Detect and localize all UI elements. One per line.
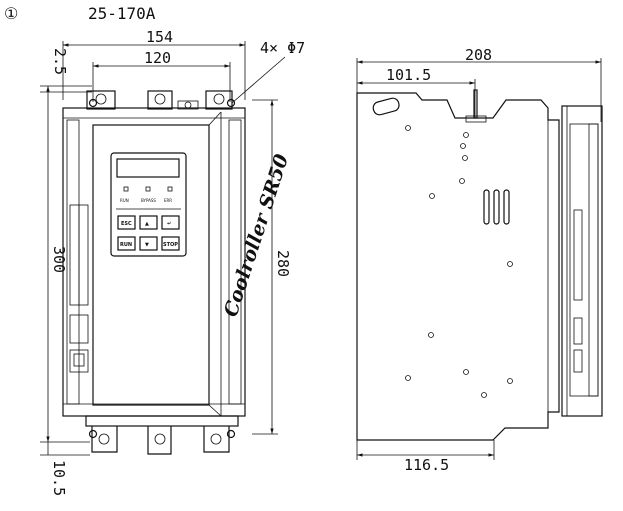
top-bolt [473, 89, 478, 119]
figure-index: ① [4, 4, 18, 23]
heatsink-body [356, 92, 560, 441]
svg-text:RUN: RUN [120, 242, 132, 248]
front-cover [92, 124, 210, 406]
key-stop [161, 236, 180, 251]
slot-hole [372, 97, 400, 116]
dim-depth-total: 208 [465, 46, 492, 64]
cover-profile [561, 105, 603, 417]
led-label: BYPASS [141, 198, 156, 203]
dim-width-holes: 120 [144, 49, 171, 67]
dim-height-holes: 280 [274, 250, 292, 277]
display-window [116, 158, 180, 178]
svg-text:↵: ↵ [167, 221, 171, 227]
key-down [139, 236, 158, 251]
dim-depth-bottom: 116.5 [404, 456, 449, 474]
mount-hole [88, 429, 98, 439]
side-view: 208 101.5 116.5 [356, 46, 603, 474]
vent-slots [483, 189, 510, 225]
top-terminals [86, 90, 233, 110]
svg-text:ESC: ESC [121, 221, 132, 227]
current-range: 25-170A [88, 4, 156, 23]
led-label: ERR [164, 198, 172, 203]
holes-note: 4× Φ7 [260, 39, 305, 57]
key-run [117, 236, 136, 251]
led-label: RUN [120, 198, 129, 203]
brand-label: Coolroller SR50 [220, 152, 293, 320]
front-view: 154 120 4× Φ7 2.5 300 10.5 280 [40, 28, 305, 496]
keypad-panel: RUN BYPASS ERR ESC ▲ ↵ RUN ▼ STOP [110, 152, 187, 257]
dim-top-offset: 2.5 [51, 48, 69, 75]
mount-hole [226, 429, 236, 439]
key-up [139, 215, 158, 230]
side-holes [405, 125, 513, 398]
svg-text:▼: ▼ [145, 242, 149, 248]
dim-depth-top: 101.5 [386, 66, 431, 84]
dim-height-outer: 300 [50, 246, 68, 273]
front-body [62, 107, 246, 417]
key-enter [161, 215, 180, 230]
holes-leader [231, 56, 286, 104]
terminal-strip [69, 204, 89, 373]
svg-text:STOP: STOP [163, 242, 178, 248]
dim-bottom-offset: 10.5 [50, 460, 68, 496]
key-esc [117, 215, 136, 230]
svg-text:▲: ▲ [145, 221, 149, 227]
bottom-terminals [85, 415, 239, 455]
mount-hole [88, 98, 98, 108]
dim-width-outer: 154 [146, 28, 173, 46]
mount-hole [226, 98, 236, 108]
